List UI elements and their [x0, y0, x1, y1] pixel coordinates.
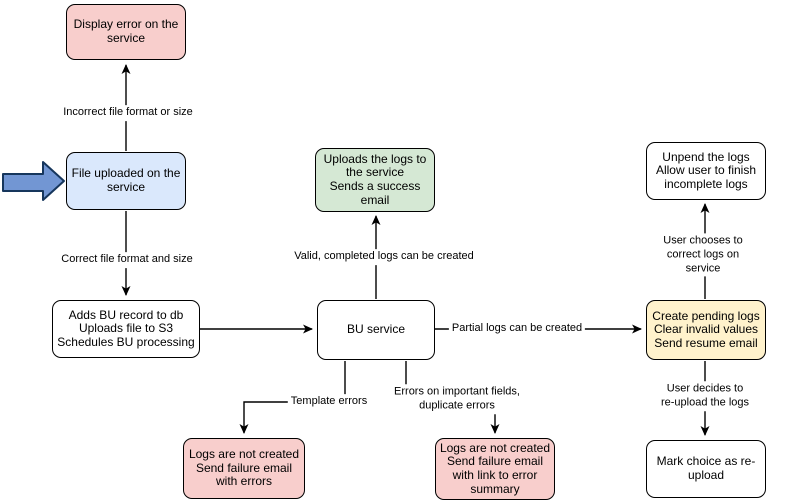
edge-label-incorrect-format: Incorrect file format or size: [60, 105, 196, 121]
node-create-pending-logs: Create pending logs Clear invalid values…: [646, 300, 766, 360]
node-logs-failure-summary: Logs are not created Send failure email …: [435, 438, 555, 500]
node-file-uploaded: File uploaded on the service: [66, 152, 186, 210]
edge-label-valid-logs: Valid, completed logs can be created: [291, 249, 477, 265]
node-mark-choice-reupload: Mark choice as re- upload: [646, 440, 766, 498]
edge-label-reupload: User decides to re-upload the logs: [657, 381, 753, 411]
node-unpend-logs: Unpend the logs Allow user to finish inc…: [646, 142, 766, 200]
edge-label-important-field-errors: Errors on important fields, duplicate er…: [391, 384, 523, 414]
node-display-error: Display error on the service: [66, 4, 186, 60]
start-arrow-icon: [2, 161, 65, 201]
node-logs-failure-errors: Logs are not created Send failure email …: [183, 438, 305, 499]
node-uploads-logs-success: Uploads the logs to the service Sends a …: [315, 148, 435, 212]
node-adds-bu-record: Adds BU record to db Uploads file to S3 …: [52, 300, 200, 358]
edge-label-correct-on-service: User chooses to correct logs on service: [654, 233, 752, 277]
edge-label-template-errors: Template errors: [287, 394, 371, 410]
edge-label-correct-format: Correct file format and size: [58, 252, 196, 268]
node-bu-service: BU service: [317, 300, 435, 360]
edge-label-partial-logs: Partial logs can be created: [448, 321, 586, 337]
